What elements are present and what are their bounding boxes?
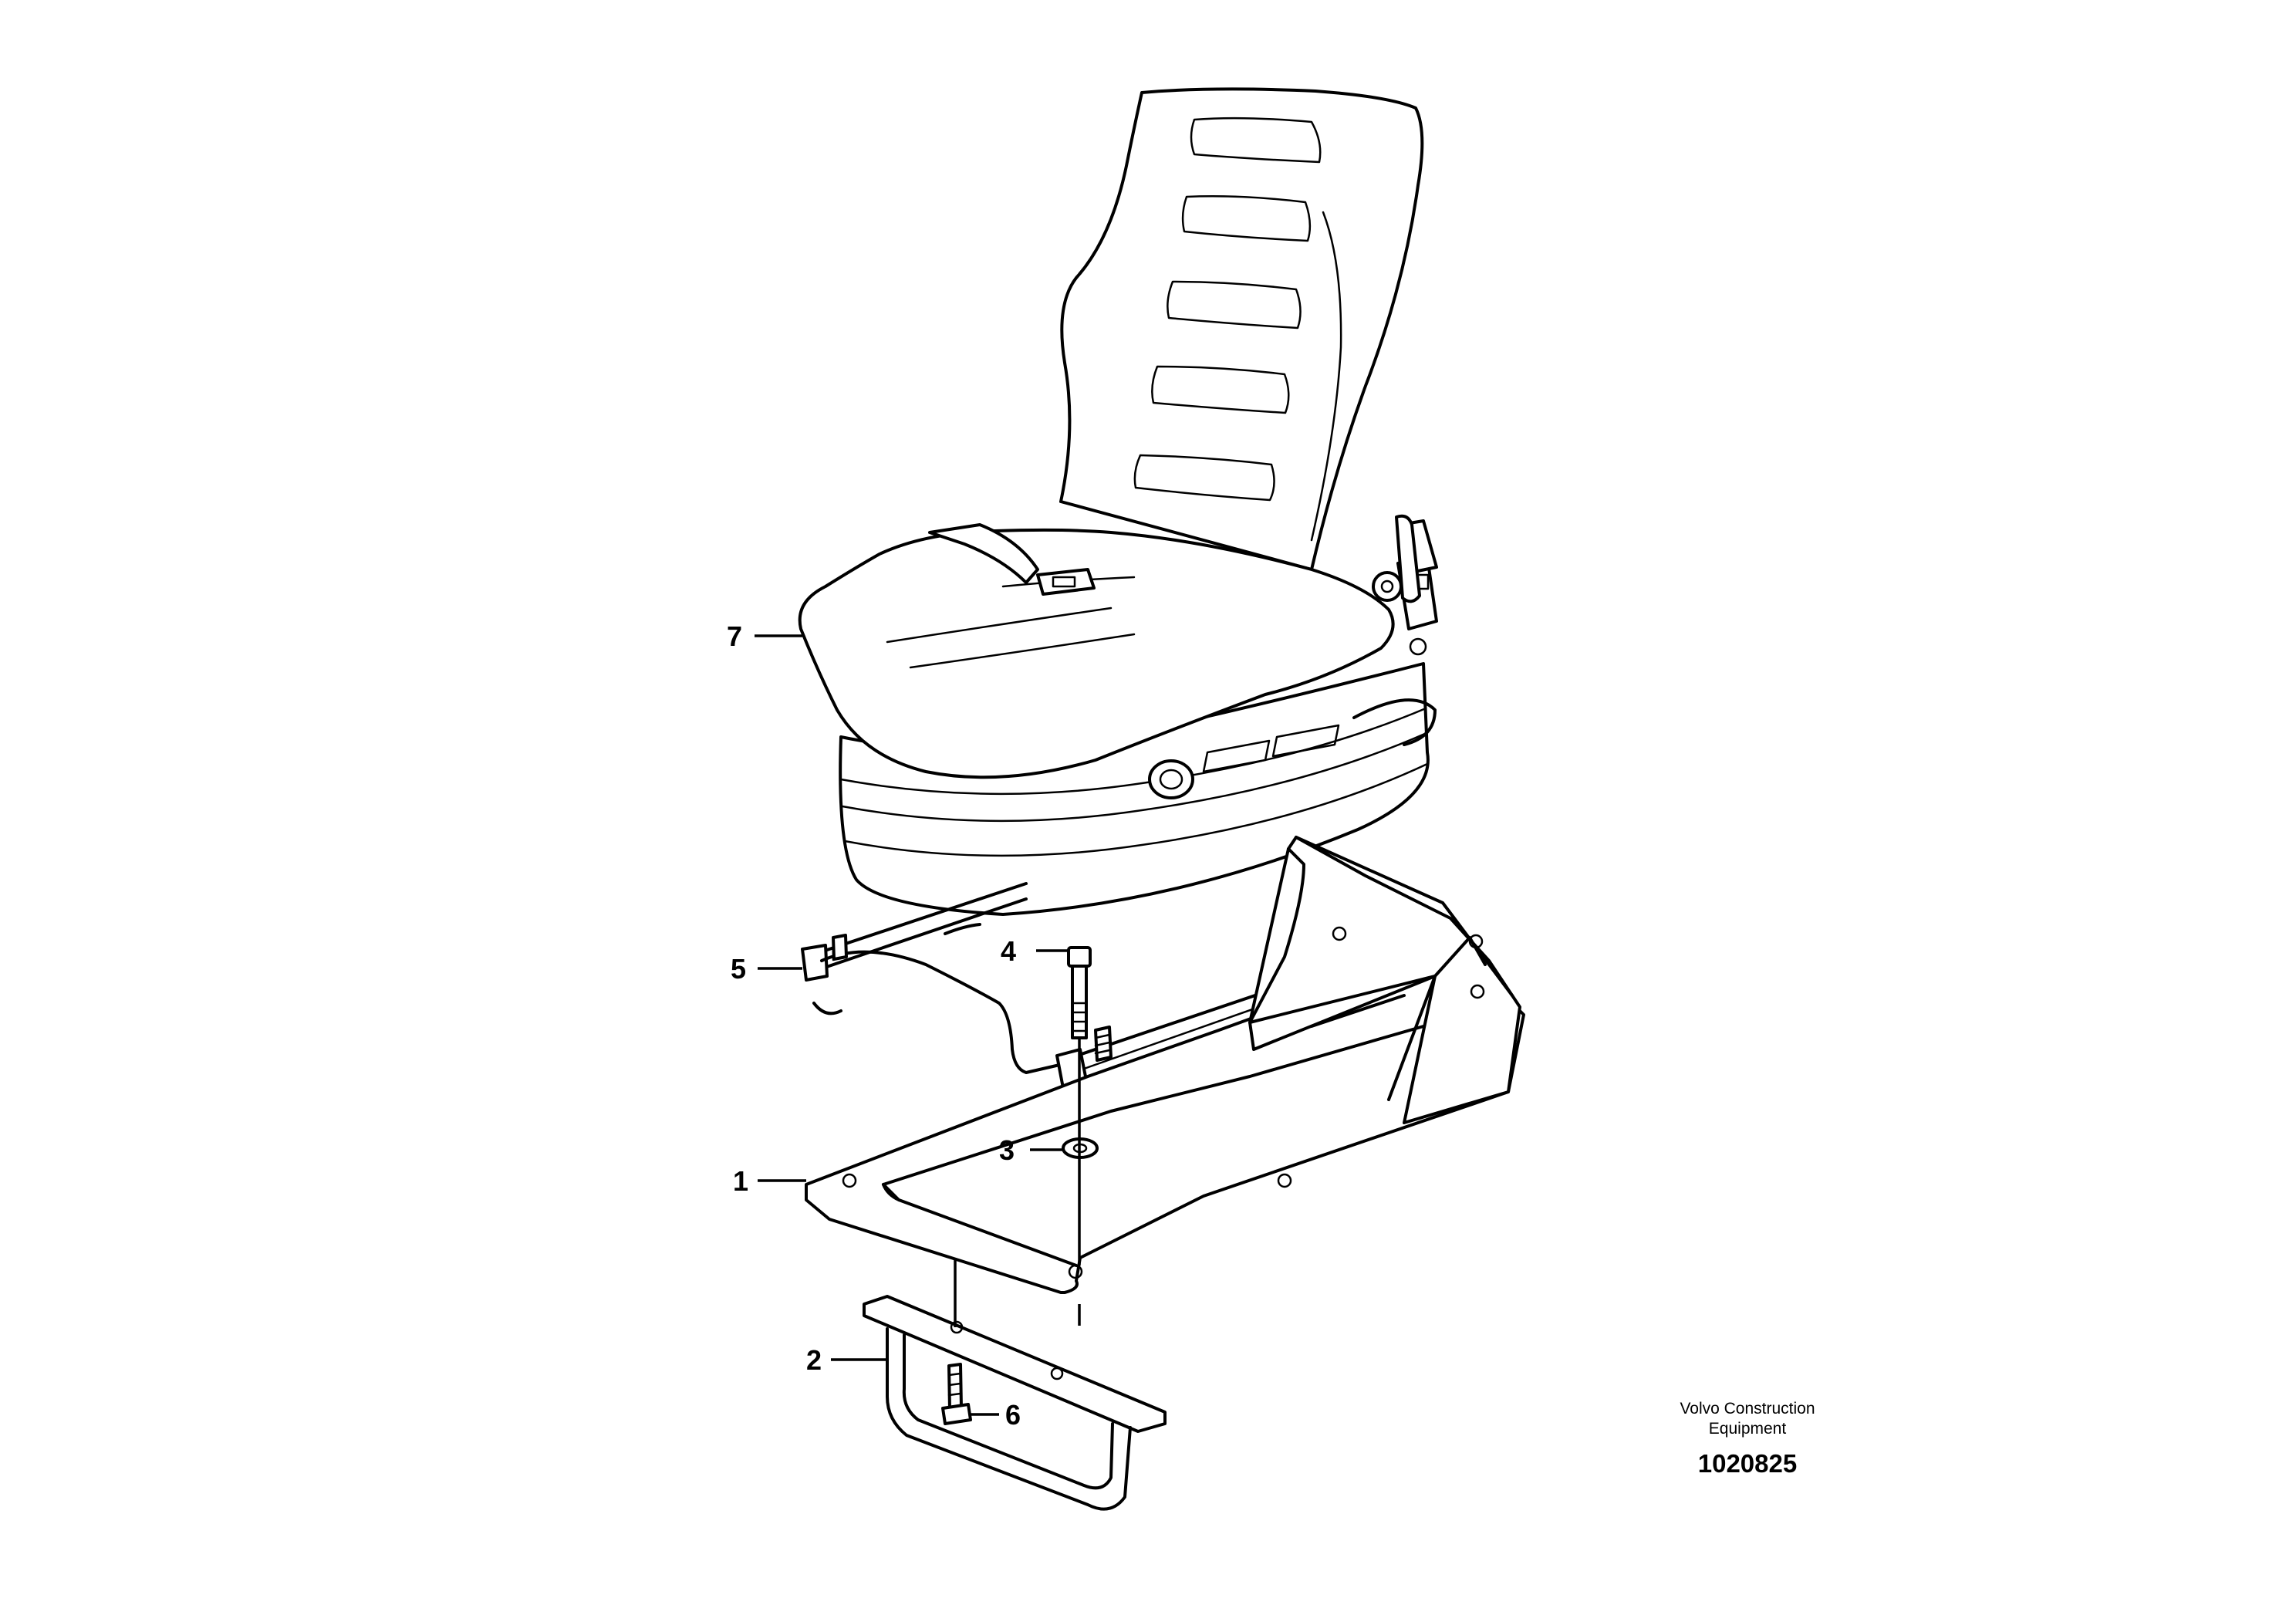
screw-washer [1062,946,1099,1159]
seat-lever-buckle [1372,514,1438,656]
callout-labels: 7 5 4 3 1 2 6 [727,620,1021,1431]
callout-1: 1 [733,1165,748,1197]
callout-5: 5 [731,953,746,985]
caption-company: Volvo Construction [1680,1400,1815,1418]
seat-backrest [1059,87,1424,571]
seat-cushion [798,523,1395,779]
drawing-number: 1020825 [1698,1449,1797,1478]
callout-7: 7 [727,620,742,652]
u-bracket [863,1295,1167,1511]
assembly-lines [954,1038,1081,1327]
callout-4: 4 [1001,935,1016,967]
callout-6: 6 [1005,1399,1021,1431]
drawing-caption: Volvo Construction Equipment 1020825 [1680,1400,1815,1478]
seat-base-bracket [805,836,1525,1294]
callout-leaders [755,634,1069,1416]
callout-2: 2 [806,1344,822,1376]
caption-company-line2: Equipment [1709,1420,1787,1438]
callout-3: 3 [999,1134,1015,1166]
